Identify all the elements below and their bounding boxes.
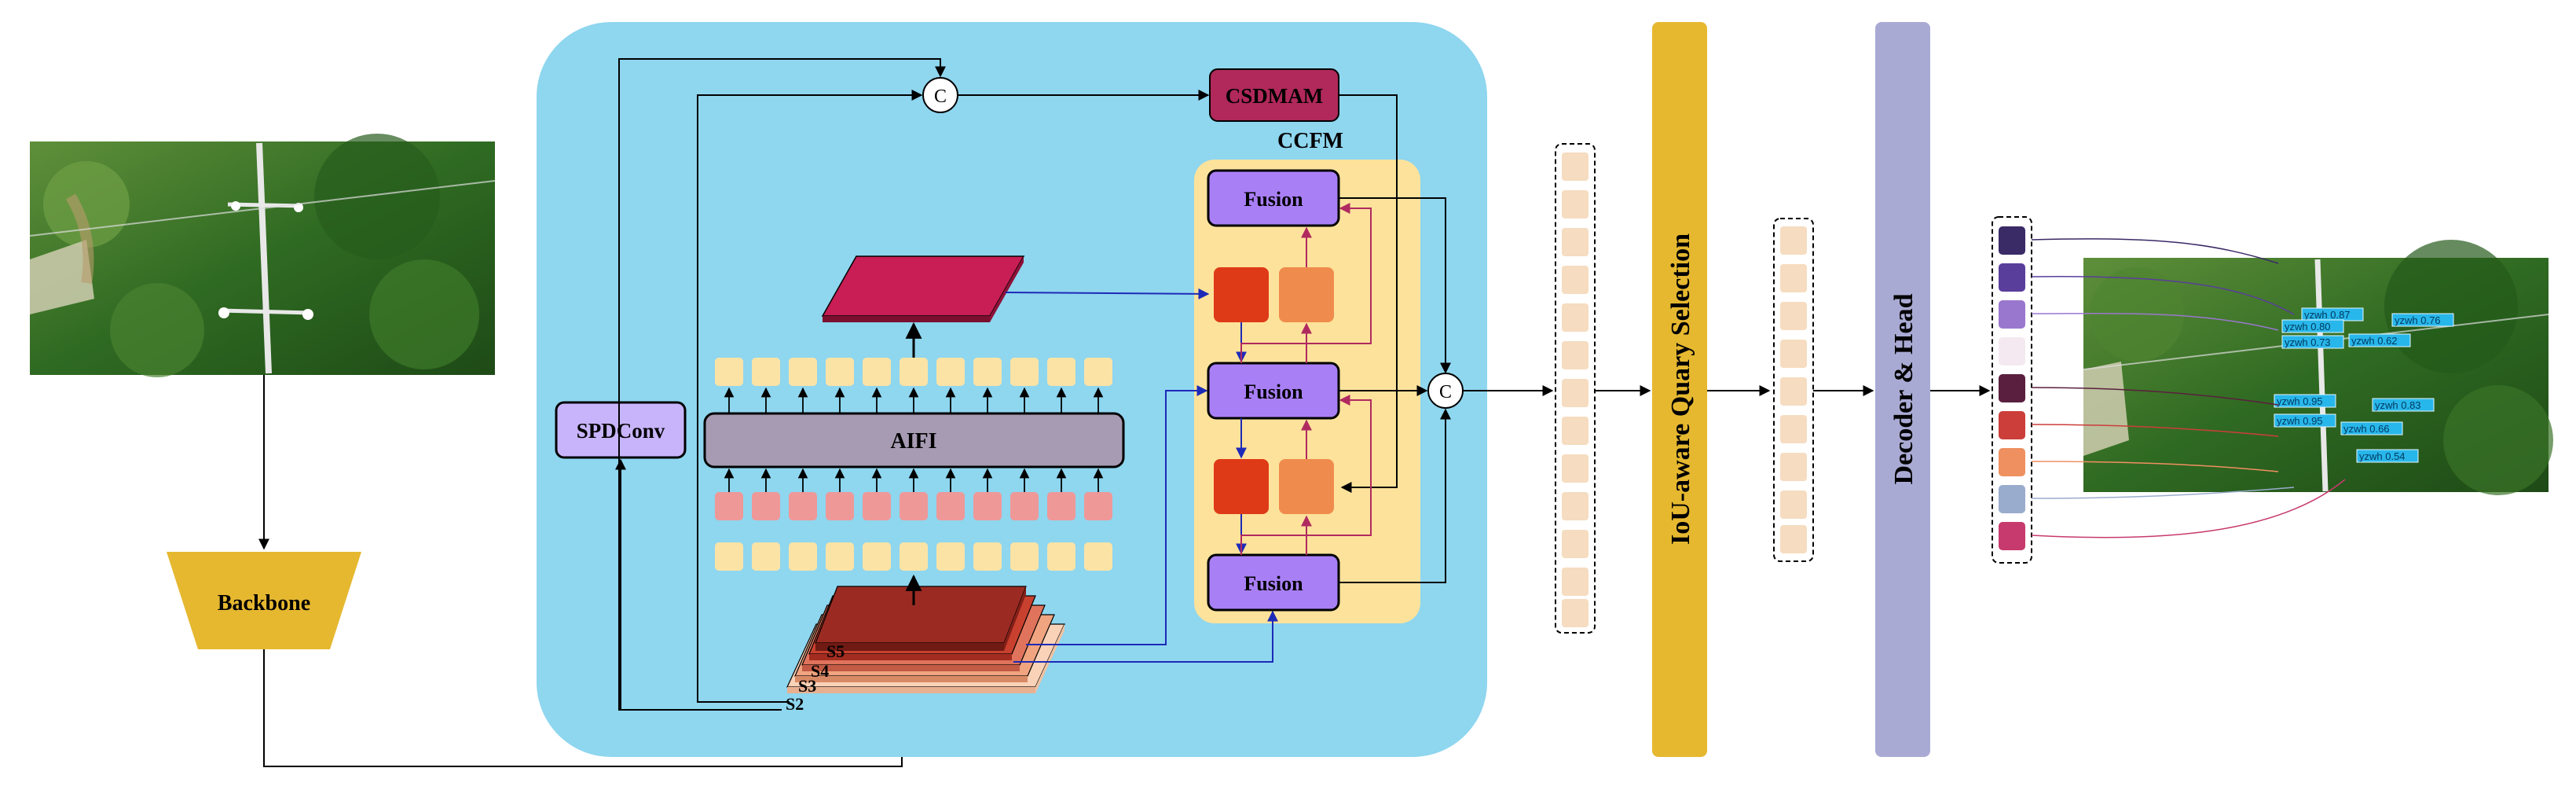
query-cell [1999, 522, 2025, 550]
aifi-block: AIFI [703, 412, 1125, 468]
detection-label: yzwh 0.83 [2375, 399, 2421, 411]
fusion-top-output [1339, 197, 1451, 374]
query-cell [1999, 411, 2025, 439]
input-image [29, 134, 496, 377]
feature-stack [786, 586, 1065, 693]
red-block-bot [1214, 459, 1269, 514]
fusion-mid: Fusion [1207, 362, 1340, 420]
decoder-head-label: Decoder & Head [1889, 293, 1918, 484]
fusion-mid-label: Fusion [1244, 380, 1303, 403]
s2-to-concat-line [618, 58, 946, 711]
detection-box: yzwh 0.80 [2281, 319, 2344, 333]
query-cell [1999, 226, 2025, 255]
detection-box: yzwh 0.76 [2391, 313, 2454, 327]
detection-box: yzwh 0.54 [2356, 449, 2419, 463]
fusion-top-label: Fusion [1244, 188, 1303, 211]
query-cell [1999, 448, 2025, 476]
iou-query-selection: IoU-aware Quary Selection [1652, 22, 1707, 757]
fusion-bot-label: Fusion [1244, 572, 1303, 595]
orange-block-top [1279, 267, 1334, 322]
detection-box: yzwh 0.83 [2372, 398, 2435, 412]
csdmam-label: CSDMAM [1226, 84, 1323, 108]
detection-box: yzwh 0.87 [2301, 307, 2364, 322]
query-token-column [1773, 218, 1814, 562]
aifi-label: AIFI [890, 429, 936, 454]
spdconv-block: SPDConv [555, 401, 687, 459]
concat-top: C [922, 77, 958, 113]
encoder-token-column [1555, 143, 1596, 634]
detection-label: yzwh 0.73 [2285, 336, 2331, 348]
query-cell [1999, 337, 2025, 366]
s3-to-fusion-bot-arrow [1013, 610, 1278, 663]
detection-label: yzwh 0.54 [2359, 450, 2406, 462]
detection-label: yzwh 0.95 [2277, 415, 2323, 427]
spdconv-label: SPDConv [577, 419, 665, 443]
fusion-bot: Fusion [1207, 553, 1340, 612]
query-connection-curves [2031, 238, 2346, 538]
ccfm-label: CCFM [1277, 129, 1343, 153]
s4-label: S4 [811, 661, 829, 681]
detection-box: yzwh 0.66 [2340, 421, 2403, 435]
query-cell [1999, 485, 2025, 513]
backbone-block: Backbone [167, 552, 361, 649]
detection-label: yzwh 0.80 [2285, 321, 2331, 333]
feature-to-red-block-arrow [1005, 288, 1210, 299]
csdmam-block: CSDMAM [1209, 68, 1339, 122]
concat-right: C [1427, 373, 1464, 409]
concat-right-label: C [1439, 382, 1452, 402]
s2-label: S2 [786, 694, 804, 714]
token-row-bottom [715, 542, 1112, 571]
output-query-column [1992, 216, 2032, 564]
detection-label: yzwh 0.62 [2351, 335, 2398, 347]
red-block-top [1214, 267, 1269, 322]
token-row-top [715, 358, 1112, 386]
iou-query-label: IoU-aware Quary Selection [1666, 233, 1695, 545]
detection-box: yzwh 0.95 [2274, 394, 2336, 408]
fusion-pink-arrows [1240, 203, 1372, 555]
token-row-pink [715, 492, 1112, 520]
backbone-label: Backbone [218, 591, 310, 615]
orange-block-bot [1279, 459, 1334, 514]
query-cell [1999, 263, 2025, 292]
concat-top-label: C [934, 86, 947, 107]
aifi-arrows [724, 387, 1104, 492]
s3-to-concat-line [697, 90, 923, 703]
detection-label: yzwh 0.87 [2304, 309, 2351, 321]
s5-label: S5 [826, 641, 845, 661]
detection-box: yzwh 0.62 [2348, 333, 2411, 347]
query-cell [1999, 300, 2025, 329]
s3-label: S3 [798, 676, 816, 696]
query-cell [1999, 374, 2025, 402]
detection-box: yzwh 0.73 [2281, 335, 2344, 349]
detection-label: yzwh 0.95 [2277, 395, 2323, 407]
flat-feature-map [821, 255, 1025, 322]
detection-box: yzwh 0.95 [2274, 413, 2336, 428]
s4-to-fusion-mid-arrow [1026, 385, 1208, 645]
fusion-bot-output [1339, 408, 1451, 583]
csdmam-output-line [1339, 94, 1398, 493]
detection-label: yzwh 0.76 [2395, 314, 2441, 326]
fusion-top: Fusion [1207, 169, 1340, 227]
decoder-head: Decoder & Head [1875, 22, 1930, 757]
detection-label: yzwh 0.66 [2343, 423, 2390, 435]
